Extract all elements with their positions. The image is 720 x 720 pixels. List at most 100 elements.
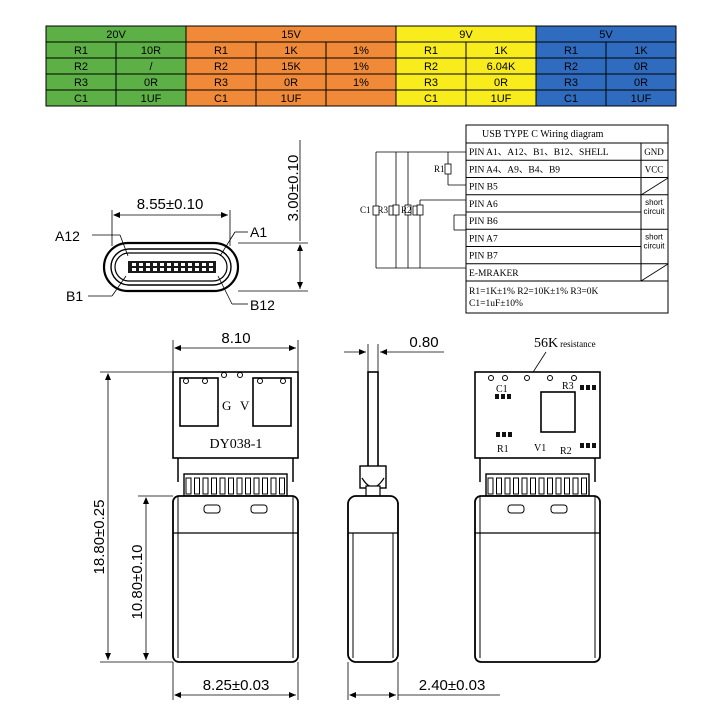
wiring-r3-label: R3 bbox=[377, 205, 388, 215]
front-pad-left bbox=[179, 377, 219, 427]
group-title-1: 15V bbox=[281, 29, 301, 41]
cell-text: 1K bbox=[494, 45, 508, 57]
wiring-pin-row: E-MRAKER bbox=[469, 269, 519, 279]
front-board-text: DY038-1 bbox=[210, 437, 263, 452]
solder-pin bbox=[194, 477, 200, 495]
wiring-diagram: USB TYPE C Wiring diagram PIN A1、A12、B1、… bbox=[360, 124, 669, 314]
pin-label-b12: B12 bbox=[250, 297, 275, 313]
solder-pin bbox=[219, 477, 226, 495]
back-shell bbox=[474, 495, 601, 663]
wiring-c1-label: C1 bbox=[360, 205, 371, 215]
wiring-note-1: R1=1K±1% R2=10K±1% R3=0K bbox=[469, 287, 599, 297]
front-g-label: G bbox=[222, 398, 231, 413]
wiring-pin-row: PIN A4、A9、B4、B9 bbox=[469, 165, 560, 175]
contact-pin-top bbox=[139, 263, 143, 266]
cell-1-3-2 bbox=[325, 89, 397, 107]
back-ic-pad bbox=[540, 391, 576, 433]
wiring-note-2: C1=1uF±10% bbox=[469, 299, 523, 309]
front-shell bbox=[172, 495, 299, 663]
contact-pin-bottom bbox=[181, 268, 185, 271]
connector-width-dim: 8.55±0.10 bbox=[137, 196, 204, 213]
wiring-pin-row: PIN B5 bbox=[469, 183, 498, 193]
contact-pin-bottom bbox=[174, 268, 178, 271]
back-r1-label: R1 bbox=[497, 444, 509, 455]
wiring-circuit bbox=[375, 151, 466, 269]
solder-pin bbox=[245, 477, 251, 495]
contact-pin-top bbox=[174, 263, 178, 266]
front-pad-right bbox=[252, 377, 292, 427]
cell-text: 1UF bbox=[141, 93, 162, 105]
solder-pin bbox=[581, 477, 587, 495]
back-r3-label: R3 bbox=[562, 381, 574, 392]
cell-text: 15K bbox=[281, 61, 301, 73]
connector-height-dim: 3.00±0.10 bbox=[285, 155, 302, 222]
solder-pin bbox=[521, 477, 528, 495]
solder-pin bbox=[279, 477, 285, 495]
side-shell bbox=[347, 495, 399, 663]
contact-pin-top bbox=[146, 263, 150, 266]
contact-pin-top bbox=[202, 263, 206, 266]
wiring-pin-row: PIN A7 bbox=[469, 234, 498, 244]
cell-text: R3 bbox=[74, 77, 88, 89]
contact-pin-bottom bbox=[202, 268, 206, 271]
solder-pin bbox=[228, 477, 234, 495]
contact-pin-bottom bbox=[195, 268, 199, 271]
solder-pin bbox=[547, 477, 553, 495]
pin-label-a12: A12 bbox=[55, 228, 80, 244]
contact-pin-bottom bbox=[146, 268, 150, 271]
solder-pin bbox=[496, 477, 502, 495]
wiring-side-label: circuit bbox=[644, 241, 666, 250]
cell-text: R3 bbox=[424, 77, 438, 89]
solder-pin bbox=[487, 477, 494, 495]
solder-pin bbox=[262, 477, 268, 495]
solder-pin bbox=[555, 477, 562, 495]
cell-text: R2 bbox=[74, 61, 88, 73]
front-view: 8.10 G V DY038-1 18.80±0.25 bbox=[91, 330, 299, 700]
group-title-3: 5V bbox=[599, 29, 613, 41]
contact-pin-top bbox=[153, 263, 157, 266]
contact-pin-top bbox=[132, 263, 136, 266]
cell-text: C1 bbox=[214, 93, 228, 105]
cell-text: C1 bbox=[564, 93, 578, 105]
cell-text: 0R bbox=[494, 77, 508, 89]
cell-text: 0R bbox=[284, 77, 298, 89]
connector-tongue bbox=[128, 261, 216, 273]
wiring-side-label: short bbox=[645, 198, 664, 207]
cell-text: 1K bbox=[284, 45, 298, 57]
side-bottom-dim: 2.40±0.03 bbox=[419, 677, 486, 694]
cell-text: 1UF bbox=[631, 93, 652, 105]
contact-pin-top bbox=[188, 263, 192, 266]
front-shell-height-dim: 10.80±0.10 bbox=[129, 545, 146, 620]
cell-text: 0R bbox=[634, 61, 648, 73]
cell-text: 1UF bbox=[491, 93, 512, 105]
cell-text: R1 bbox=[564, 45, 578, 57]
cell-text: R3 bbox=[564, 77, 578, 89]
contact-pin-bottom bbox=[160, 268, 164, 271]
cell-text: 1% bbox=[353, 77, 369, 89]
pin-label-b1: B1 bbox=[66, 288, 83, 304]
cell-text: 0R bbox=[144, 77, 158, 89]
solder-pin bbox=[236, 477, 243, 495]
cell-text: 0R bbox=[634, 77, 648, 89]
cell-text: R1 bbox=[214, 45, 228, 57]
group-title-2: 9V bbox=[459, 29, 473, 41]
connector-end-view: 8.55±0.10 3.00±0.10 A12 A1 B1 B12 bbox=[55, 140, 308, 313]
contact-pin-bottom bbox=[188, 268, 192, 271]
wiring-pin-row: PIN B6 bbox=[469, 217, 498, 227]
cell-text: R3 bbox=[214, 77, 228, 89]
solder-pin bbox=[572, 477, 579, 495]
back-c1-label: C1 bbox=[496, 384, 508, 395]
contact-pin-bottom bbox=[153, 268, 157, 271]
contact-pin-top bbox=[160, 263, 164, 266]
cell-text: R2 bbox=[564, 61, 578, 73]
cell-3-3-1 bbox=[605, 89, 677, 107]
cell-text: 1UF bbox=[281, 93, 302, 105]
solder-pin bbox=[270, 477, 277, 495]
cell-text: C1 bbox=[424, 93, 438, 105]
wiring-side-label: short bbox=[645, 232, 664, 241]
solder-pin bbox=[211, 477, 217, 495]
cell-text: 1K bbox=[634, 45, 648, 57]
cell-text: R2 bbox=[214, 61, 228, 73]
